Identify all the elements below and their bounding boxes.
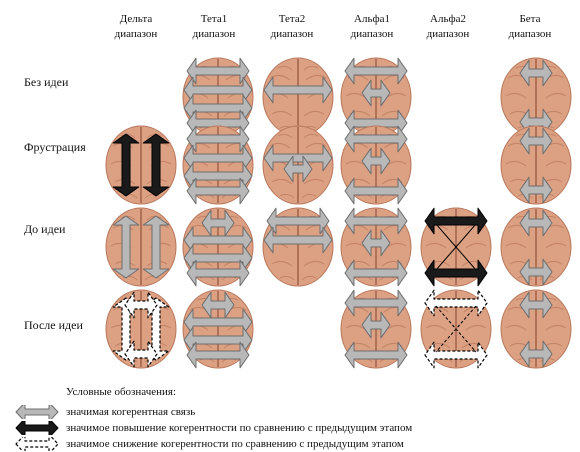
column-header-theta1: Тета1 диапазон [174,12,254,42]
brain-map-cell [338,206,414,288]
row-header-after-idea: После идеи [24,318,83,333]
brain-map-cell [180,124,256,206]
brain-icon [498,124,574,206]
column-header-theta2: Тета2 диапазон [252,12,332,42]
brain-map-cell [260,124,336,206]
brain-icon [180,288,256,370]
brain-map-cell [498,206,574,288]
legend-arrow-shape [16,421,58,435]
black-arrow-icon [14,421,60,435]
brain-map-cell [338,124,414,206]
row-header-no-idea: Без идеи [24,75,68,90]
legend-item-increase: значимое повышение когерентности по срав… [14,421,534,435]
brain-map-cell [103,206,179,288]
legend-item-decrease: значимое снижение когерентности по сравн… [14,437,534,451]
brain-map-cell [260,206,336,288]
brain-map-cell [180,288,256,370]
column-header-alpha2: Альфа2 диапазон [408,12,488,42]
row-header-frustration: Фрустрация [24,140,86,155]
legend-label-significant: значимая когерентная связь [66,405,195,419]
brain-icon [180,206,256,288]
brain-map-cell [338,288,414,370]
brain-map-cell [418,206,494,288]
column-header-alpha1: Альфа1 диапазон [332,12,412,42]
legend-label-increase: значимое повышение когерентности по срав… [66,421,412,435]
column-header-beta: Бета диапазон [490,12,570,42]
brain-icon [260,206,336,288]
brain-icon [260,124,336,206]
legend-item-significant: значимая когерентная связь [14,405,534,419]
brain-icon [103,206,179,288]
brain-icon [103,288,179,370]
brain-map-cell [180,206,256,288]
grey-arrow-icon [14,405,60,419]
brain-icon [418,288,494,370]
brain-map-cell [498,124,574,206]
brain-icon [498,206,574,288]
brain-icon [418,206,494,288]
legend-title: Условные обозначения: [66,386,176,398]
row-header-before-idea: До идеи [24,222,65,237]
brain-icon [338,288,414,370]
legend-label-decrease: значимое снижение когерентности по сравн… [66,437,404,451]
dashed-arrow-icon [14,437,60,451]
brain-icon [498,288,574,370]
column-header-delta: Дельта диапазон [96,12,176,42]
brain-map-cell [103,124,179,206]
brain-map-cell [418,288,494,370]
brain-icon [103,124,179,206]
legend-arrow-shape [16,437,58,451]
brain-icon [338,124,414,206]
brain-map-cell [498,288,574,370]
brain-icon [180,124,256,206]
legend-arrow-shape [16,405,58,419]
brain-map-cell [103,288,179,370]
brain-icon [338,206,414,288]
